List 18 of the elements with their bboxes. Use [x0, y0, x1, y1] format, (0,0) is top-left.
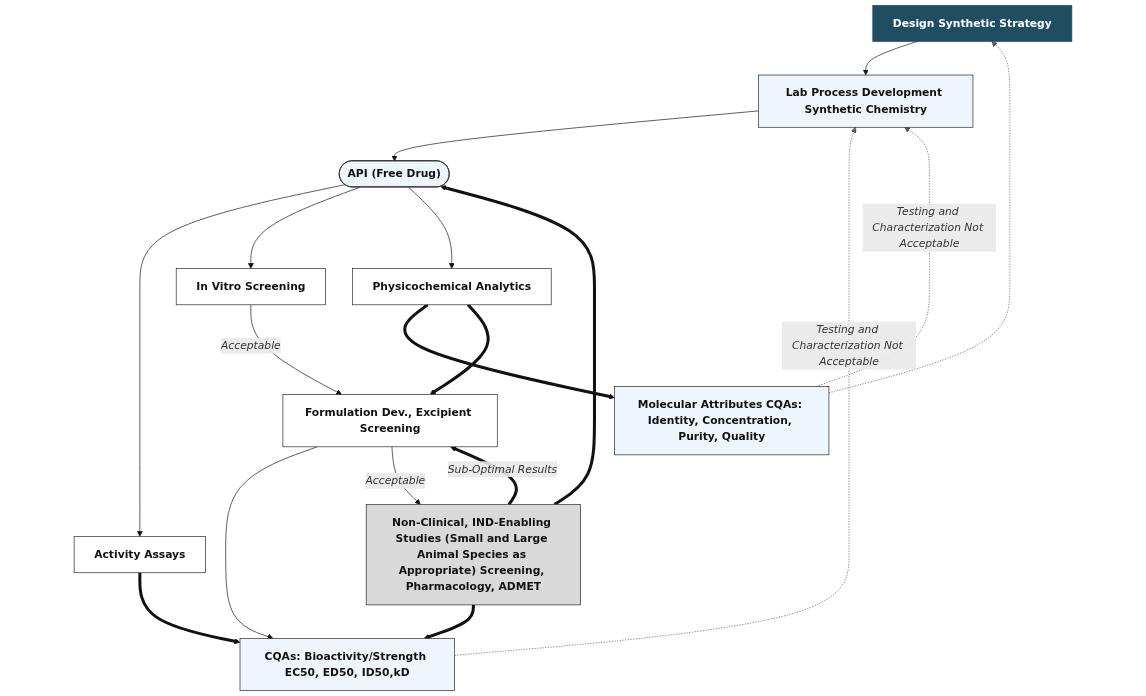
- node-box: Design Synthetic Strategy: [872, 5, 1073, 42]
- node-box: In Vitro Screening: [175, 268, 326, 306]
- edge-label: Testing and Characterization Not Acceptable: [872, 204, 984, 250]
- node-box: Molecular Attributes CQAs: Identity, Concentration, Purity, Quality: [614, 386, 830, 456]
- edge-label: Acceptable: [221, 338, 281, 352]
- node-box: Formulation Dev., Excipient Screening: [282, 394, 498, 448]
- edge-label: Testing and Characterization Not Acceptable: [791, 322, 903, 368]
- arrow: [423, 604, 475, 640]
- node-box: Non-Clinical, IND-Enabling Studies (Small and Large Animal Species as Appropriate) Screening, Pharmacology, ADMET: [365, 504, 581, 606]
- node-box: Activity Assays: [73, 536, 206, 574]
- arrow: [429, 303, 490, 395]
- node-box: Physicochemical Analytics: [352, 268, 552, 306]
- arrow: [138, 572, 241, 645]
- edge-label: Acceptable: [365, 474, 426, 487]
- arrow: [403, 303, 615, 400]
- node-box: Lab Process Development Synthetic Chemistry: [758, 74, 974, 128]
- edge-label: Sub-Optimal Results: [447, 462, 558, 476]
- node-box: CQAs: Bioactivity/Strength EC50, ED50, ID50,kD: [239, 638, 455, 691]
